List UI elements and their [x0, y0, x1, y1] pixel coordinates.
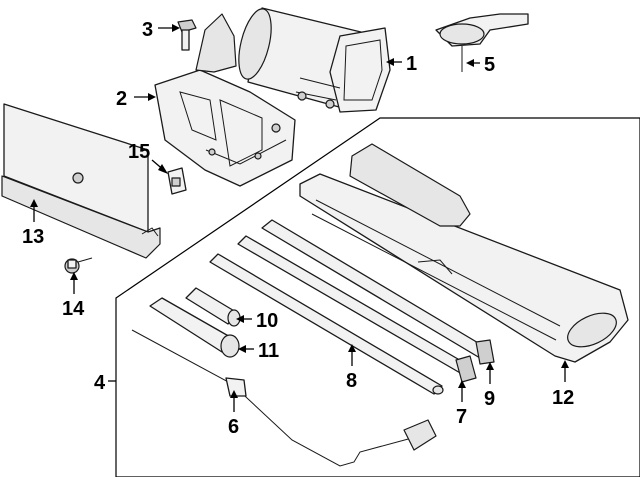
- arrowhead-5: [466, 59, 474, 67]
- arrowhead-8: [348, 344, 356, 352]
- part-11-socket: [149, 297, 240, 358]
- arrowhead-11: [238, 345, 246, 353]
- callout-13: 13: [22, 226, 44, 248]
- part-1-canister: [238, 7, 391, 113]
- callout-4: 4: [94, 372, 106, 394]
- callout-11: 11: [258, 340, 279, 362]
- callout-12: 12: [552, 387, 574, 409]
- kit-outline-frame: [115, 117, 640, 477]
- arrowhead-3: [172, 24, 180, 32]
- arrowhead-14: [70, 272, 78, 280]
- part-8-extension-rod: [209, 253, 444, 395]
- arrowhead-1: [386, 58, 394, 66]
- part-10-adapter: [185, 287, 241, 327]
- arrowhead-9: [486, 362, 494, 370]
- arrowhead-2: [148, 93, 156, 101]
- callout-7: 7: [456, 406, 467, 428]
- part-3-bolt: [177, 19, 197, 51]
- part-15-clip: [167, 167, 187, 195]
- arrowhead-12: [561, 360, 569, 368]
- callout-15: 15: [128, 141, 150, 163]
- callout-10: 10: [256, 310, 278, 332]
- callout-2: 2: [116, 88, 127, 110]
- part-2-bracket: [154, 13, 296, 187]
- arrowhead-13: [30, 199, 38, 207]
- callout-9: 9: [484, 388, 495, 410]
- callout-14: 14: [62, 298, 85, 320]
- part-9-wrench-rod: [261, 219, 495, 365]
- part-14-push-pin: [64, 257, 93, 274]
- part-7-handle-rod: [237, 235, 477, 383]
- callout-8: 8: [346, 370, 357, 392]
- arrowhead-7: [458, 380, 466, 388]
- callout-6: 6: [228, 416, 239, 438]
- part-12-tool-bag: [299, 143, 629, 363]
- arrowhead-6: [230, 390, 238, 398]
- callout-5: 5: [484, 54, 495, 76]
- part-6-jack-handle: [131, 329, 437, 467]
- arrowhead-15: [158, 164, 168, 174]
- callout-1: 1: [406, 53, 417, 75]
- part-13-cover-panel: [1, 103, 161, 259]
- callout-3: 3: [142, 19, 153, 41]
- part-5-retainer: [435, 13, 529, 72]
- arrowhead-10: [236, 315, 244, 323]
